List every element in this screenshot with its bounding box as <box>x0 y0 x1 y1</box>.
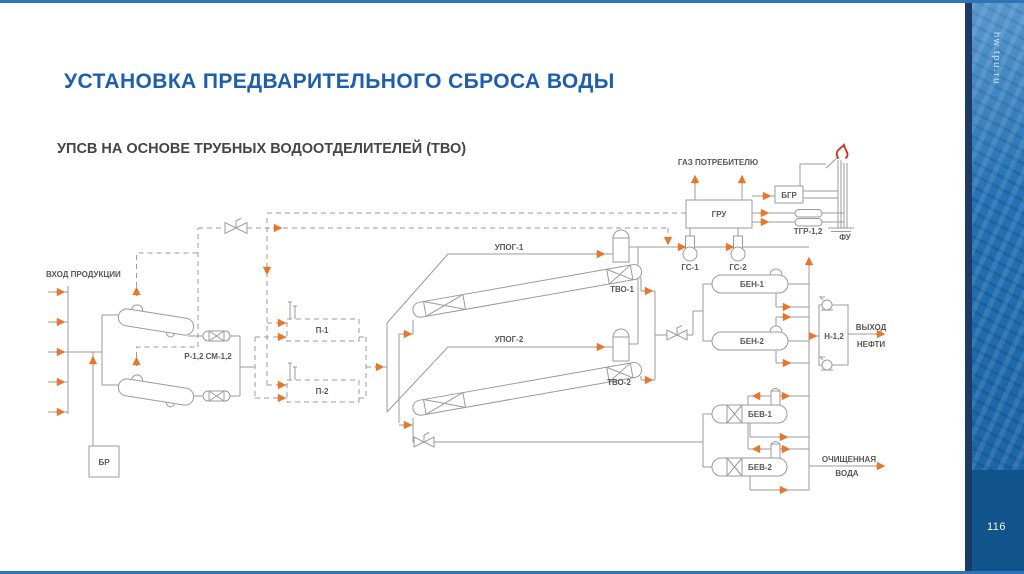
tvo1-tube <box>412 264 643 318</box>
slide-title: УСТАНОВКА ПРЕДВАРИТЕЛЬНОГО СБРОСА ВОДЫ <box>64 70 615 93</box>
heater-p2-box <box>286 379 360 403</box>
separator-r2 <box>117 374 195 408</box>
gru-box <box>685 199 753 229</box>
upog1-gas-cylinder <box>612 229 630 263</box>
label-tgr: ТГР-1,2 <box>794 227 823 236</box>
valve-oil-line <box>666 325 688 341</box>
label-ben1: БЕН-1 <box>740 280 765 289</box>
slide-subtitle: УПСВ НА ОСНОВЕ ТРУБНЫХ ВОДООТДЕЛИТЕЛЕЙ (… <box>57 141 467 157</box>
label-br: БР <box>98 458 110 467</box>
flow-meter-2 <box>202 390 231 402</box>
bev1-vessel <box>711 388 788 424</box>
flare-unit-fu <box>825 143 854 232</box>
reagent-block-br <box>88 445 120 478</box>
label-gas-consumer: ГАЗ ПОТРЕБИТЕЛЮ <box>678 158 758 167</box>
label-gru: ГРУ <box>712 210 728 219</box>
separator-r1 <box>117 304 195 338</box>
pump-block-n12 <box>818 296 849 371</box>
upog2-gas-cylinder <box>612 328 630 362</box>
label-gs2: ГС-2 <box>729 263 747 272</box>
valve-water-line <box>413 432 435 448</box>
tgr-pill-1 <box>794 209 823 218</box>
page-number: 116 <box>987 521 1007 533</box>
site-url: hw.tpu.ru <box>991 32 1002 85</box>
heater-p1-chimney <box>288 301 297 319</box>
label-tvo1: ТВО-1 <box>610 285 634 294</box>
label-water-out-1: ОЧИЩЕННАЯ <box>822 455 876 464</box>
top-accent-bar <box>0 0 1024 3</box>
label-r-cm: Р-1,2 СМ-1,2 <box>184 352 232 361</box>
sidebar: hw.tpu.ru 116 <box>965 0 1024 574</box>
label-ben2: БЕН-2 <box>740 337 765 346</box>
label-upog2: УПОГ-2 <box>495 335 524 344</box>
label-bev2: БЕВ-2 <box>748 463 773 472</box>
bgr-box <box>774 185 804 204</box>
label-p1: П-1 <box>316 326 329 335</box>
label-gs1: ГС-1 <box>681 263 699 272</box>
gas-seal-gs2 <box>730 235 746 262</box>
label-bev1: БЕВ-1 <box>748 410 773 419</box>
sidebar-navy-strip <box>965 0 972 574</box>
ben2-vessel <box>711 325 789 351</box>
flow-meter-1 <box>202 330 231 342</box>
valve-gas-line <box>224 218 248 235</box>
tvo2-tube <box>412 362 643 416</box>
label-upog1: УПОГ-1 <box>495 243 524 252</box>
label-oil-out-1: ВЫХОД <box>856 323 887 332</box>
label-oil-out-2: НЕФТИ <box>857 340 886 349</box>
label-fu: ФУ <box>839 233 852 242</box>
process-flow-diagram: ВХОД ПРОДУКЦИИ БР Р-1,2 СМ-1,2 П-1 П-2 У… <box>46 143 887 495</box>
bev2-vessel <box>711 441 788 477</box>
tgr-pill-2 <box>794 218 823 227</box>
label-p2: П-2 <box>316 387 329 396</box>
label-water-out-2: ВОДА <box>835 469 858 478</box>
label-inlet: ВХОД ПРОДУКЦИИ <box>46 270 121 279</box>
label-n12: Н-1,2 <box>824 332 844 341</box>
sidebar-bottom-band <box>972 470 1024 574</box>
ben1-vessel <box>711 268 789 294</box>
label-tvo2: ТВО-2 <box>607 378 631 387</box>
equipment <box>88 143 854 478</box>
gas-seal-gs1 <box>682 235 698 262</box>
label-bgr: БГР <box>781 191 797 200</box>
diagram-labels: ВХОД ПРОДУКЦИИ БР Р-1,2 СМ-1,2 П-1 П-2 У… <box>46 158 887 478</box>
flare-flame-icon <box>835 143 849 159</box>
heater-p2-chimney <box>288 362 297 380</box>
bottom-accent-bar <box>0 571 1024 574</box>
flow-arrows <box>56 174 886 495</box>
heater-p1-box <box>286 318 360 342</box>
